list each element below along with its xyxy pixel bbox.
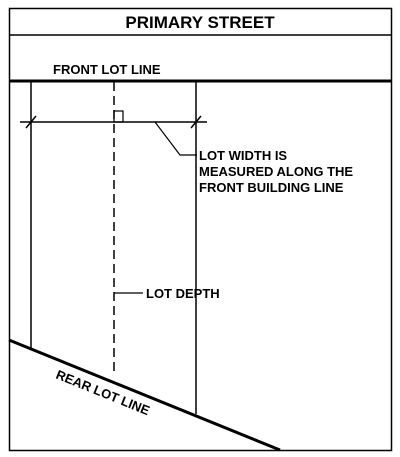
lot-width-tick-right [190, 115, 202, 129]
lot-width-note-line2: MEASURED ALONG THE [199, 164, 353, 179]
street-label: PRIMARY STREET [125, 13, 275, 32]
diagram-frame [8, 7, 393, 452]
lot-width-leader [154, 121, 197, 156]
lot-width-note-line3: FRONT BUILDING LINE [199, 180, 344, 195]
lot-width-tick-left [25, 115, 37, 129]
rear-lot-line [8, 338, 281, 452]
lot-depth-label: LOT DEPTH [146, 286, 220, 301]
front-lot-line-label: FRONT LOT LINE [53, 62, 161, 77]
right-angle-marker [113, 110, 124, 123]
lot-width-note-line1: LOT WIDTH IS [199, 148, 287, 163]
